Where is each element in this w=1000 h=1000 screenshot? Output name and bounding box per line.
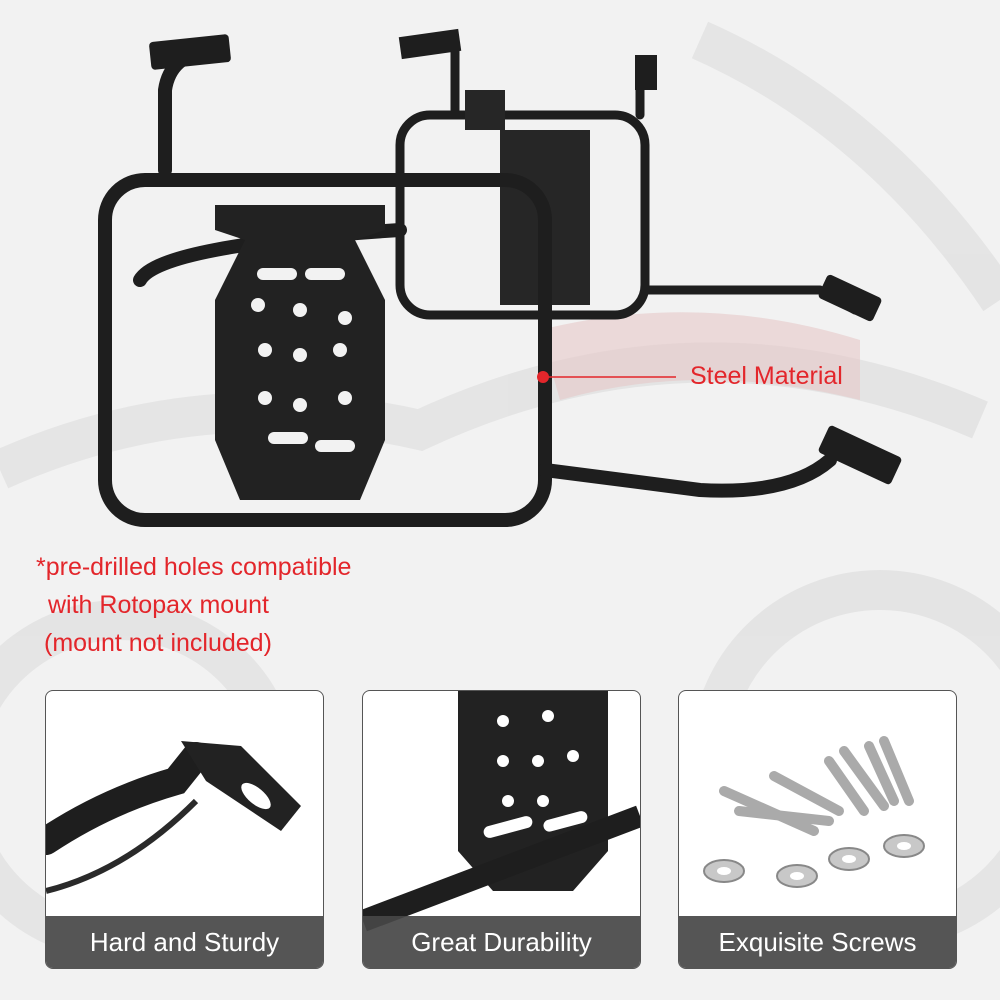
screws-image xyxy=(703,736,925,888)
bracket-closeup-image xyxy=(46,741,301,894)
feature-panel-durability: Great Durability xyxy=(362,690,641,969)
plate-closeup-image xyxy=(363,691,640,932)
feature-caption: Great Durability xyxy=(363,916,640,968)
rotopax-note: *pre-drilled holes compatible with Rotop… xyxy=(36,548,351,662)
feature-panel-sturdy: Hard and Sturdy xyxy=(45,690,324,969)
note-line-2: with Rotopax mount xyxy=(48,591,269,619)
callout-dot xyxy=(537,371,549,383)
feature-panel-screws: Exquisite Screws xyxy=(678,690,957,969)
steel-material-label: Steel Material xyxy=(690,362,843,390)
rear-rack xyxy=(395,40,860,320)
feature-caption: Exquisite Screws xyxy=(679,916,956,968)
note-line-1: *pre-drilled holes compatible xyxy=(36,553,352,581)
feature-caption: Hard and Sturdy xyxy=(46,916,323,968)
note-line-3: (mount not included) xyxy=(44,629,272,657)
